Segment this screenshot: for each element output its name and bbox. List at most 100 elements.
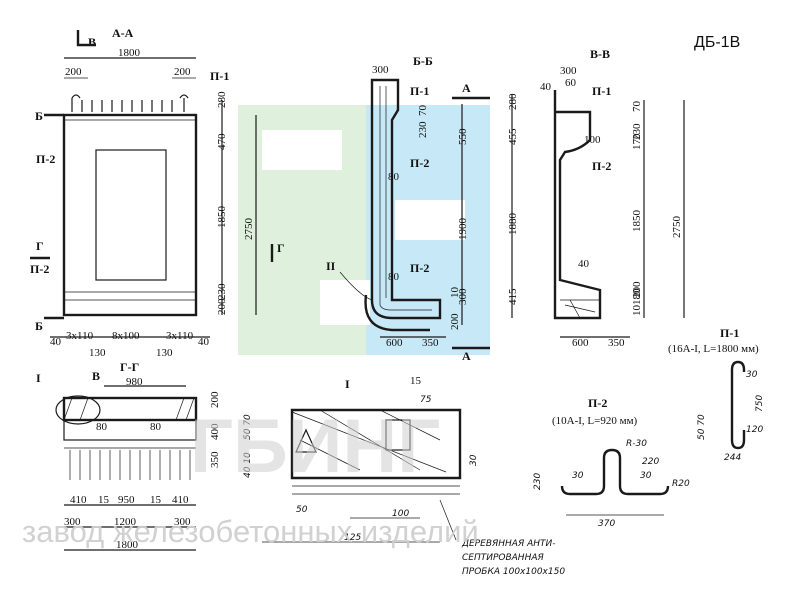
dim-aa-200-left: 200 (65, 66, 82, 78)
marker-i-gg: I (36, 371, 41, 385)
dim-aa-130-left: 130 (89, 347, 106, 359)
dim-aa-230: 230 (216, 283, 228, 300)
dim-bb-200: 200 (449, 313, 461, 330)
part-p2-vv: П-2 (592, 159, 611, 173)
dim-p1-244: 244 (724, 453, 741, 463)
dim-vv-350: 350 (608, 337, 625, 349)
section-gg-label: Г-Г (120, 360, 139, 374)
dim-vv-40: 40 (540, 81, 552, 93)
bar-p2-shape (570, 448, 660, 496)
dim-bb-80-2: 80 (388, 271, 400, 283)
dim-aa-1850: 1850 (216, 206, 228, 229)
dim-gg-950: 950 (118, 494, 135, 506)
marker-a-bottom: А (462, 349, 471, 363)
view-gg: Г-Г В 980 I 80 80 200 400 350 410 15 950… (36, 360, 221, 551)
bar-p1-shape (730, 360, 746, 450)
part-p2-aa-1: П-2 (36, 152, 55, 166)
dim-gg-300-right: 300 (174, 516, 191, 528)
dim-vv-60: 60 (565, 77, 577, 89)
detail-p2: П-2 (10А-I, L=920 мм) R-30 220 30 30 R20… (533, 396, 690, 529)
dim-gg-300-left: 300 (64, 516, 81, 528)
dim-gg-80-left: 80 (96, 421, 108, 433)
note-line-2: СЕПТИРОВАННАЯ (462, 553, 544, 563)
part-p2-bb-2: П-2 (410, 261, 429, 275)
dim-gg-350: 350 (209, 451, 221, 468)
dim-p1-r30: 30 (746, 370, 758, 380)
logo-cutout-3 (320, 280, 370, 325)
dim-vv-415: 415 (507, 288, 519, 305)
dim-vv-170: 170 (631, 133, 643, 150)
marker-v-bottom: В (92, 369, 100, 383)
logo-cutout-1 (262, 130, 342, 170)
part-p1-title: П-1 (720, 326, 739, 340)
dim-p2-r20: R20 (672, 479, 690, 489)
dim-i-125: 125 (344, 533, 361, 543)
dim-i-15: 15 (410, 375, 422, 387)
detail-i: I 15 75 50 70 40 10 30 50 100 125 ДЕРЕВЯ… (243, 375, 565, 577)
marker-g-left: Г (36, 239, 44, 253)
dim-i-30: 30 (469, 454, 479, 466)
view-vv: В-В 300 40 60 П-1 100 П-2 40 280 455 188… (507, 47, 685, 349)
marker-g-right: Г (277, 241, 285, 255)
dim-p2-220: 220 (642, 457, 659, 467)
dim-vv-280: 280 (507, 93, 519, 110)
wood-plug (385, 419, 411, 451)
dim-bb-1900: 1900 (457, 218, 469, 241)
part-p2-bb-1: П-2 (410, 156, 429, 170)
dim-p2-30-left: 30 (572, 471, 584, 481)
dim-gg-1800: 1800 (116, 539, 139, 551)
detail-i-title: I (345, 377, 350, 391)
section-profile-vv (553, 90, 602, 320)
dim-vv-100: 100 (584, 134, 601, 146)
dim-vv-230: 230 (631, 123, 643, 140)
dim-gg-80-right: 80 (150, 421, 162, 433)
dim-vv-1880: 1880 (507, 213, 519, 236)
dim-aa-280: 280 (216, 91, 228, 108)
dim-p1-750: 750 (755, 395, 765, 412)
dim-bb-70: 70 (417, 105, 429, 117)
dim-i-50: 50 (296, 505, 308, 515)
dim-aa-200-bottom: 200 (216, 298, 228, 315)
dim-gg-980: 980 (126, 376, 143, 388)
dim-p1-5070: 50 70 (697, 414, 707, 440)
note-line-1: ДЕРЕВЯННАЯ АНТИ- (461, 539, 555, 549)
dim-p2-30-right: 30 (640, 471, 652, 481)
section-profile-bb (370, 78, 442, 320)
part-p2-spec: (10А-I, L=920 мм) (552, 415, 638, 427)
dim-bb-350: 350 (422, 337, 439, 349)
detail-p1: П-1 (16А-I, L=1800 мм) 30 750 120 50 70 … (668, 326, 765, 463)
dim-bb-600: 600 (386, 337, 403, 349)
part-p1-aa: П-1 (210, 69, 229, 83)
dim-i-75: 75 (420, 395, 432, 405)
logo-cutout-2 (395, 200, 465, 240)
dim-bb-80-1: 80 (388, 171, 400, 183)
dim-bb-300-top: 300 (372, 64, 389, 76)
part-p1-vv: П-1 (592, 84, 611, 98)
section-aa-label: А-А (112, 26, 134, 40)
dim-vv-10: 10 (631, 305, 643, 317)
dim-gg-200: 200 (209, 391, 221, 408)
dim-vv-600: 600 (572, 337, 589, 349)
dim-i-5070: 50 70 (243, 414, 253, 440)
dim-vv-2750: 2750 (671, 216, 683, 239)
marker-a-top: А (462, 81, 471, 95)
dim-bb-300-side: 300 (457, 288, 469, 305)
marker-b-top: Б (35, 109, 43, 123)
dim-aa-2750: 2750 (243, 218, 255, 241)
part-p2-aa-2: П-2 (30, 262, 49, 276)
dim-gg-400: 400 (209, 423, 221, 440)
part-p2-title: П-2 (588, 396, 607, 410)
dim-aa-3x110-left: 3x110 (66, 330, 94, 342)
dim-bb-230: 230 (417, 121, 429, 138)
dim-p1-120: 120 (746, 425, 763, 435)
dim-aa-130-right: 130 (156, 347, 173, 359)
marker-ii: II (326, 259, 336, 273)
dim-i-4010: 40 10 (243, 452, 253, 478)
dim-gg-15-left: 15 (98, 494, 110, 506)
dim-gg-410-right: 410 (172, 494, 189, 506)
dim-gg-410-left: 410 (70, 494, 87, 506)
dim-gg-15-right: 15 (150, 494, 162, 506)
panel-body-aa (62, 113, 198, 317)
